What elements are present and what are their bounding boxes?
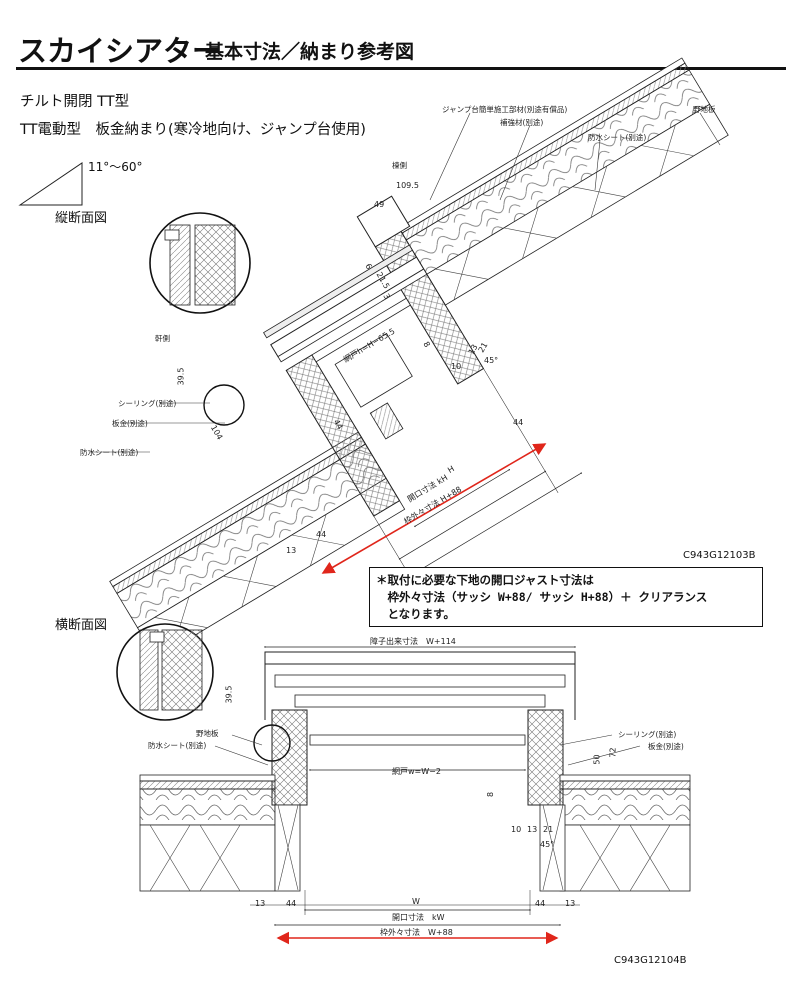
label-sheet-metal: 板金(別途)	[112, 419, 148, 428]
label-screen-h: 網戸w=W−2	[392, 767, 441, 776]
note-line-3: となります。	[376, 607, 456, 621]
label-roof-board-h: 野地板	[196, 729, 219, 738]
dim-r13: 13	[565, 899, 576, 908]
model-label: チルト開閉 TT型	[20, 94, 130, 110]
horizontal-heading: 横断面図	[55, 618, 108, 633]
dim-l44: 44	[286, 899, 297, 908]
dim-109: 109.5	[396, 181, 419, 190]
detail-marker-vertical	[203, 384, 245, 426]
label-open-kW: 開口寸法 kW	[392, 913, 445, 922]
dim-13-h: 13	[527, 825, 538, 834]
label-eave: 軒側	[155, 334, 170, 343]
vertical-heading: 縦断面図	[55, 211, 108, 226]
label-roof-board: 野地板	[693, 105, 716, 114]
dim-45-v: 45°	[484, 356, 499, 365]
label-waterproof-h: 防水シート(別途)	[148, 741, 207, 750]
label-hood: 障子出来寸法 W+114	[370, 637, 456, 646]
note-box: ＊取付に必要な下地の開口ジャスト寸法は 枠外々寸法（サッシ W+88/ サッシ …	[369, 567, 763, 627]
label-frame-W: 枠外々寸法 W+88	[380, 928, 453, 937]
dim-44-b: 44	[513, 418, 524, 427]
label-W: W	[412, 897, 420, 906]
dim-8-h: 8	[486, 791, 496, 798]
dim-10-h: 10	[511, 825, 522, 834]
vertical-drawing-code: C943G12103B	[683, 550, 756, 561]
leaders-horizontal	[214, 734, 641, 766]
page-subtitle: 基本寸法／納まり参考図	[205, 41, 415, 63]
label-sheet-metal-h: 板金(別途)	[648, 742, 684, 751]
vertical-section	[109, 57, 729, 660]
dim-39-5-h: 39.5	[224, 685, 234, 704]
dim-r44: 44	[535, 899, 546, 908]
dim-l13: 13	[255, 899, 266, 908]
label-jump-part: ジャンプ台簡単施工部材(別途有償品)	[442, 105, 568, 114]
dim-72: 72	[608, 747, 618, 758]
label-sealing: シーリング(別途)	[118, 399, 177, 408]
label-waterproof-top: 防水シート(別途)	[588, 133, 647, 142]
note-line-2: 枠外々寸法（サッシ W+88/ サッシ H+88）＋ クリアランス	[376, 590, 708, 604]
detail-marker-horizontal	[253, 724, 291, 762]
dim-13-bottom: 13	[286, 546, 297, 555]
horizontal-drawing-code: C943G12104B	[614, 955, 687, 966]
dim-39-5-v: 39.5	[176, 367, 186, 386]
note-line-1: ＊取付に必要な下地の開口ジャスト寸法は	[376, 573, 594, 587]
label-ridge: 棟側	[392, 161, 407, 170]
label-waterproof: 防水シート(別途)	[80, 448, 139, 457]
dim-45-h: 45°	[540, 840, 555, 849]
dim-21-h: 21	[543, 825, 554, 834]
label-reinforce: 補強材(別途)	[500, 118, 544, 127]
dim-49: 49	[374, 200, 385, 209]
horizontal-section	[139, 646, 691, 926]
label-sealing-h: シーリング(別途)	[618, 730, 677, 739]
dim-50: 50	[592, 754, 602, 765]
dim-44-c: 44	[316, 530, 327, 539]
slope-icon	[18, 162, 83, 206]
detail-circle-bottom	[116, 623, 214, 721]
page-title: スカイシアター	[18, 34, 222, 68]
spec-label: TT電動型 板金納まり(寒冷地向け、ジャンプ台使用)	[20, 122, 366, 138]
detail-circle-top	[149, 212, 251, 314]
leaders-vertical	[90, 112, 721, 453]
angle-label: 11°～60°	[88, 160, 143, 174]
title-rule	[16, 67, 786, 70]
dim-10-v: 10	[451, 362, 462, 371]
frame-dim-arrow-vertical	[321, 443, 547, 574]
